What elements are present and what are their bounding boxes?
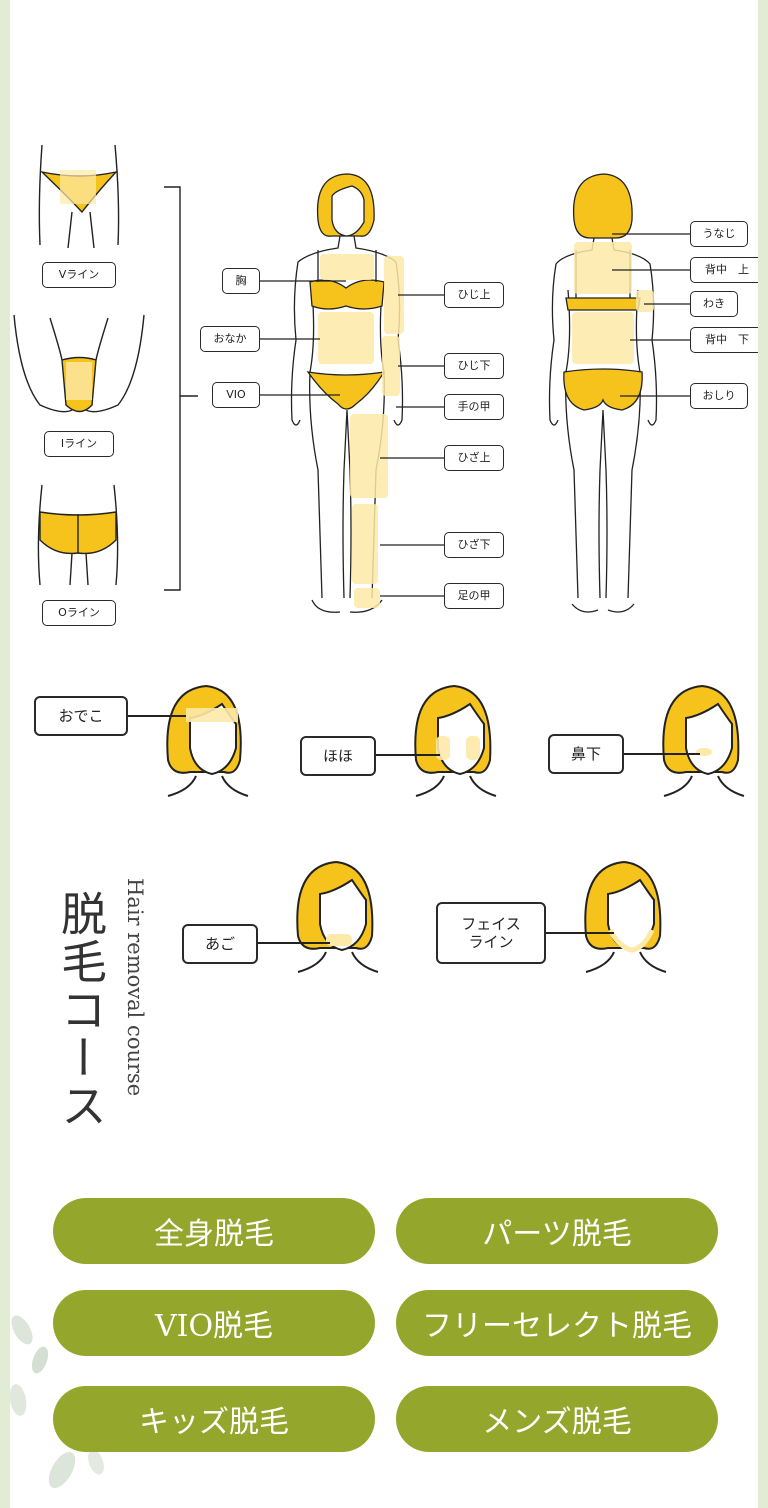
front-body-illustration <box>290 173 404 613</box>
label-v-line: Vライン <box>42 262 116 288</box>
front-connectors <box>260 280 444 597</box>
head-forehead <box>128 684 249 797</box>
label-stomach: おなか <box>200 326 260 352</box>
page: Vライン Iライン Oライン 胸 おなか VIO ひじ上 ひじ下 手の甲 ひざ上… <box>10 0 758 1508</box>
label-under-nose: 鼻下 <box>548 734 624 774</box>
section-subtitle: Hair removal course <box>123 878 147 1097</box>
illustration-canvas <box>10 144 745 1489</box>
course-button-free-select[interactable]: フリーセレクト脱毛 <box>396 1290 718 1356</box>
back-connectors <box>612 233 690 397</box>
course-button-full-body[interactable]: 全身脱毛 <box>53 1198 375 1264</box>
v-line-illustration <box>38 144 120 249</box>
label-chin: あご <box>182 924 258 964</box>
label-face-line: フェイス ライン <box>436 902 546 964</box>
label-upper-back: 背中 上 <box>690 257 758 283</box>
course-button-vio[interactable]: VIO脱毛 <box>53 1290 375 1356</box>
front-highlights <box>318 254 404 608</box>
label-upper-arm: ひじ上 <box>444 282 504 308</box>
head-under-nose <box>624 684 745 797</box>
label-cheek: ほほ <box>300 736 376 776</box>
leaf-decoration <box>10 1315 104 1489</box>
section-title: 脱毛コース <box>54 890 108 1130</box>
label-o-line: Oライン <box>42 600 116 626</box>
label-chest: 胸 <box>222 268 260 294</box>
label-forearm: ひじ下 <box>444 353 504 379</box>
head-chin <box>258 860 379 973</box>
o-line-illustration <box>37 484 119 586</box>
back-highlights <box>572 242 654 364</box>
i-line-illustration <box>13 314 145 413</box>
label-back-of-hand: 手の甲 <box>444 394 504 420</box>
head-cheek <box>376 684 497 797</box>
course-button-kids[interactable]: キッズ脱毛 <box>53 1386 375 1452</box>
label-lower-leg: ひざ下 <box>444 532 504 558</box>
label-nape: うなじ <box>690 221 748 247</box>
course-button-parts[interactable]: パーツ脱毛 <box>396 1198 718 1264</box>
label-forehead: おでこ <box>34 696 128 736</box>
label-i-line: Iライン <box>44 431 114 457</box>
label-armpit: わき <box>690 291 738 317</box>
back-body-illustration <box>548 173 658 613</box>
label-thigh: ひざ上 <box>444 445 504 471</box>
course-button-mens[interactable]: メンズ脱毛 <box>396 1386 718 1452</box>
label-vio: VIO <box>212 382 260 408</box>
label-buttocks: おしり <box>690 383 748 409</box>
label-top-of-foot: 足の甲 <box>444 583 504 609</box>
head-face-line <box>546 860 667 973</box>
label-lower-back: 背中 下 <box>690 327 758 353</box>
